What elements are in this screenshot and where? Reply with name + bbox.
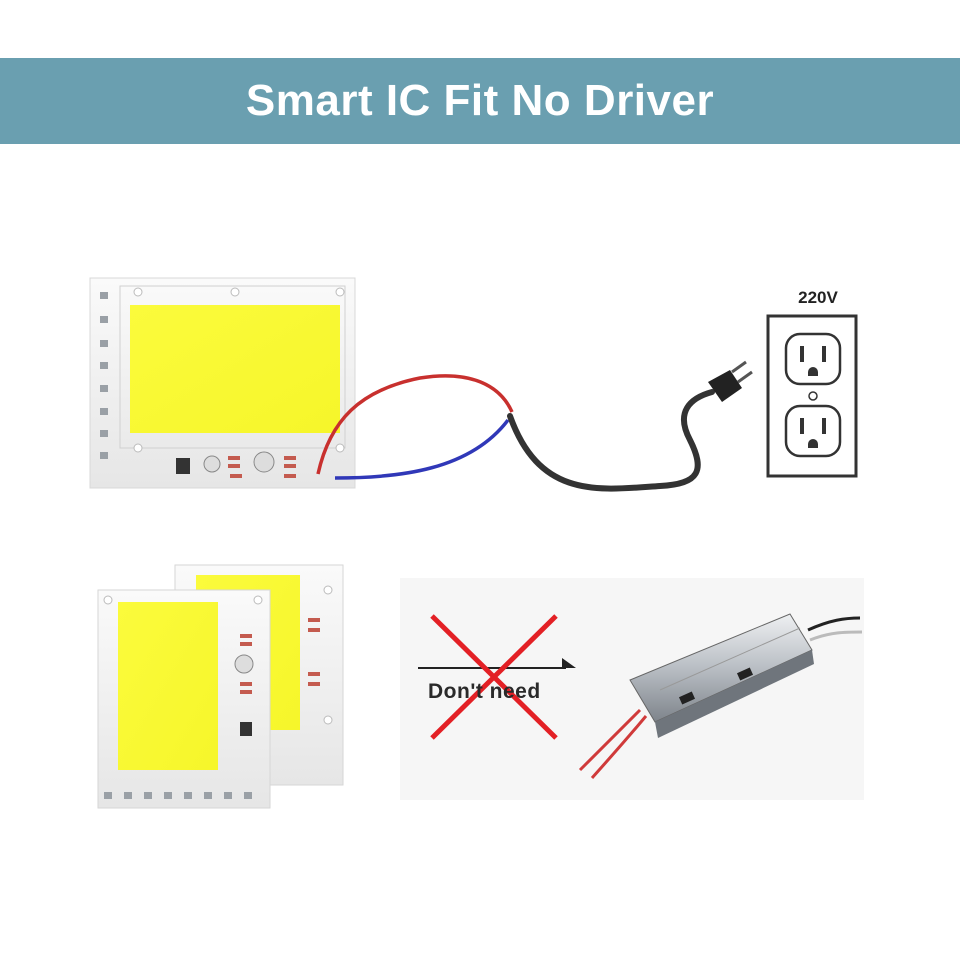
led-emitter-area	[130, 305, 340, 433]
banner-title: Smart IC Fit No Driver	[245, 76, 715, 125]
cross-icon	[430, 614, 558, 740]
title-banner: Smart IC Fit No Driver	[0, 58, 960, 144]
led-chip-board-top	[89, 277, 356, 489]
red-wire	[316, 374, 514, 475]
voltage-label: 220V	[798, 288, 838, 307]
wall-outlet-icon	[766, 314, 858, 478]
blue-wire	[334, 418, 510, 480]
dont-need-label: Don't need	[428, 680, 541, 703]
led-chip-board-front	[97, 589, 271, 809]
plug-icon	[708, 360, 753, 402]
arrow-line	[418, 658, 576, 669]
led-driver-unit	[578, 613, 863, 779]
power-cord	[507, 389, 715, 492]
